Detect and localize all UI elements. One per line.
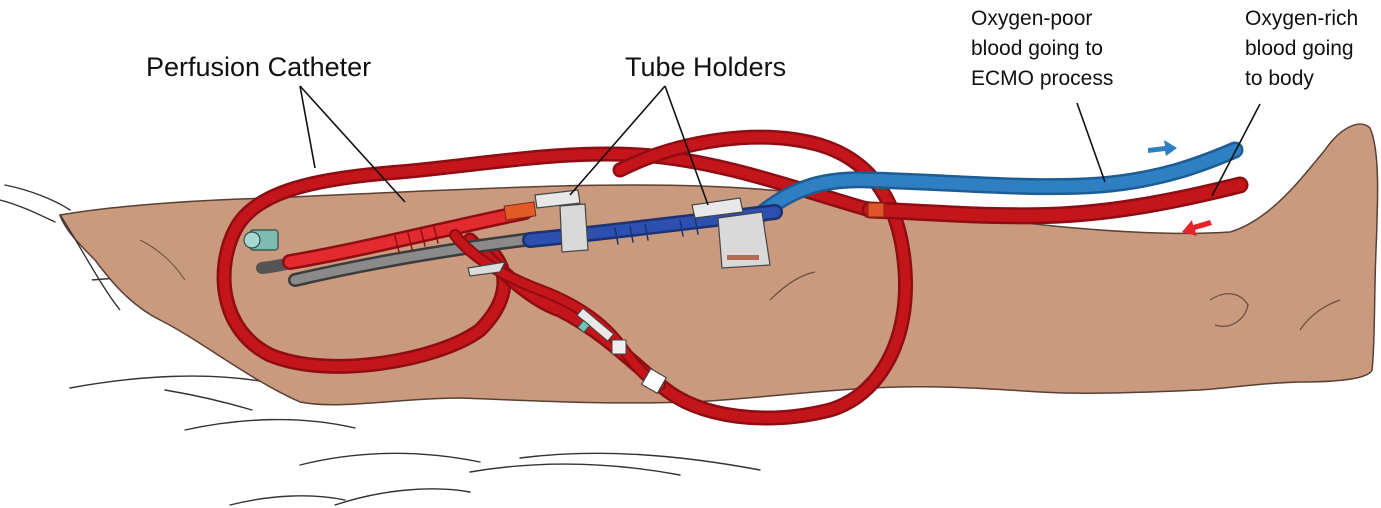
oxygen-poor-label: Oxygen-poor blood going to ECMO process [971,4,1113,94]
tube-holders-label: Tube Holders [625,52,786,83]
oxygen-poor-line-3: ECMO process [971,64,1113,94]
oxygen-poor-line-2: blood going to [971,34,1113,64]
oxygen-poor-line-1: Oxygen-poor [971,4,1113,34]
oxygen-rich-line-3: to body [1245,64,1358,94]
oxygen-rich-line-2: blood going [1245,34,1358,64]
right-arrow-icon [1148,140,1177,156]
perfusion-catheter-label: Perfusion Catheter [146,52,371,83]
oxygen-rich-line-1: Oxygen-rich [1245,4,1358,34]
oxygen-rich-label: Oxygen-rich blood going to body [1245,4,1358,94]
